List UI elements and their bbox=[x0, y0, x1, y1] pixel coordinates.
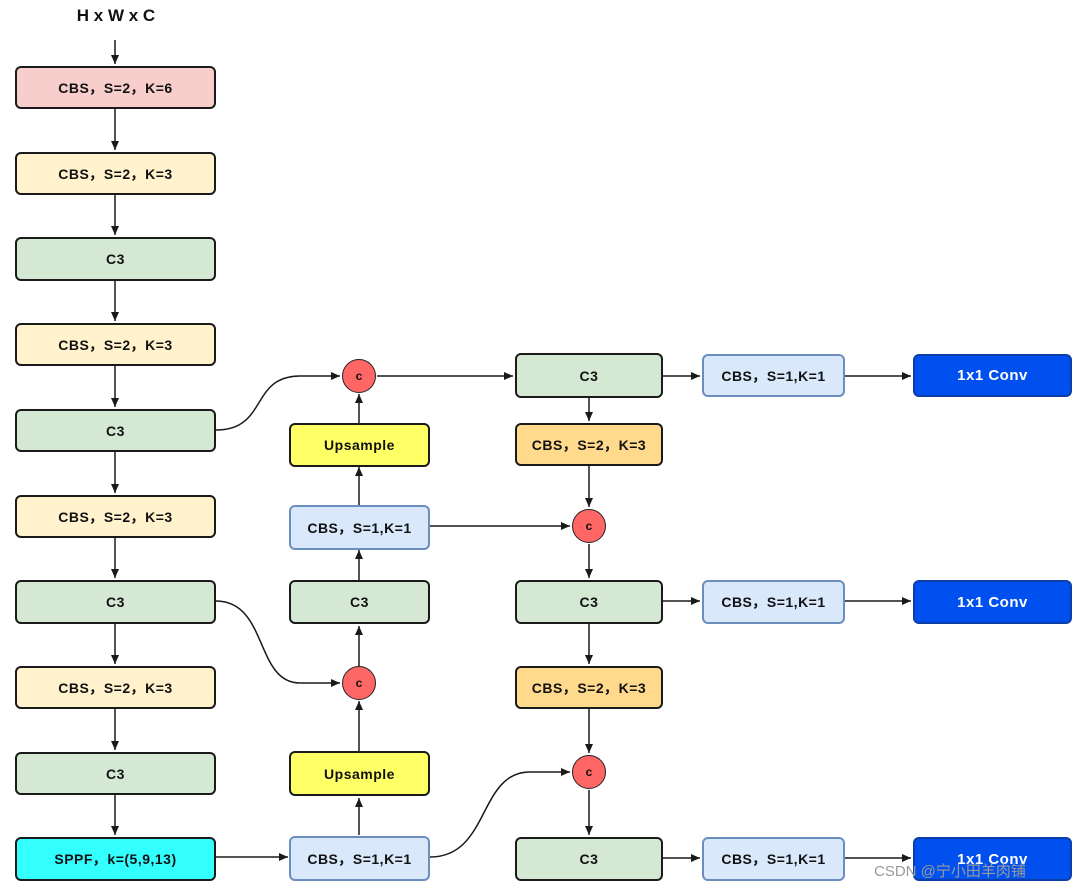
backbone-cbs-s2-k6: CBS，S=2，K=6 bbox=[15, 66, 216, 109]
concat-node-2: c bbox=[342, 666, 376, 700]
backbone-c3-3: C3 bbox=[15, 580, 216, 624]
output-conv-1: 1x1 Conv bbox=[913, 354, 1072, 397]
head-c3-1: C3 bbox=[515, 353, 663, 398]
backbone-c3-2: C3 bbox=[15, 409, 216, 452]
output-conv-2: 1x1 Conv bbox=[913, 580, 1072, 624]
neck-upsample-1: Upsample bbox=[289, 423, 430, 467]
output-conv-3: 1x1 Conv bbox=[913, 837, 1072, 881]
watermark-text: CSDN @宁小田羊肉铺 bbox=[874, 863, 1026, 880]
output-cbs-3: CBS，S=1,K=1 bbox=[702, 837, 845, 881]
backbone-c3-4: C3 bbox=[15, 752, 216, 795]
edge-b7-concat2 bbox=[215, 600, 340, 687]
backbone-cbs-3: CBS，S=2，K=3 bbox=[15, 495, 216, 538]
neck-cbs-1: CBS，S=1,K=1 bbox=[289, 505, 430, 550]
head-c3-2: C3 bbox=[515, 580, 663, 624]
concat-node-1: c bbox=[342, 359, 376, 393]
sppf-block: SPPF，k=(5,9,13) bbox=[15, 837, 216, 881]
output-cbs-1: CBS，S=1,K=1 bbox=[702, 354, 845, 397]
edge-b5-concat1 bbox=[215, 372, 340, 431]
backbone-cbs-2: CBS，S=2，K=3 bbox=[15, 323, 216, 366]
backbone-cbs-1: CBS，S=2，K=3 bbox=[15, 152, 216, 195]
backbone-cbs-4: CBS，S=2，K=3 bbox=[15, 666, 216, 709]
concat-node-4: c bbox=[572, 755, 606, 789]
neck-cbs-2: CBS，S=1,K=1 bbox=[289, 836, 430, 881]
neck-c3: C3 bbox=[289, 580, 430, 624]
backbone-c3-1: C3 bbox=[15, 237, 216, 281]
head-downsample-cbs-2: CBS，S=2，K=3 bbox=[515, 666, 663, 709]
input-shape-label: H x W x C bbox=[76, 6, 156, 25]
edge-ncbs2-concat4 bbox=[429, 768, 570, 858]
head-downsample-cbs-1: CBS，S=2，K=3 bbox=[515, 423, 663, 466]
concat-node-3: c bbox=[572, 509, 606, 543]
head-c3-3: C3 bbox=[515, 837, 663, 881]
output-cbs-2: CBS，S=1,K=1 bbox=[702, 580, 845, 624]
neck-upsample-2: Upsample bbox=[289, 751, 430, 796]
